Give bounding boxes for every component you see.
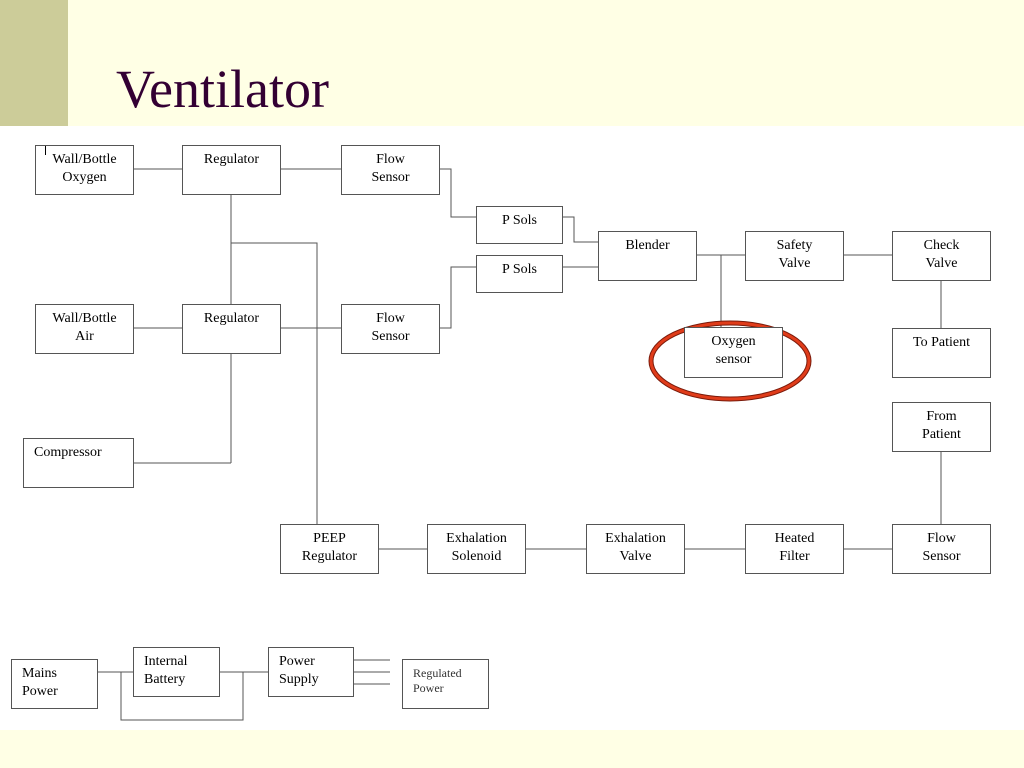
mains-power-label: Mains Power [22, 666, 58, 699]
wall-bottle-air-label: Wall/Bottle Air [52, 311, 117, 344]
page-title: Ventilator [116, 59, 329, 119]
regulated-power-label: Regulated Power [413, 666, 462, 695]
compressor-label: Compressor [34, 445, 102, 460]
to-patient-label: To Patient [913, 335, 970, 350]
check-valve-label: Check Valve [923, 238, 960, 271]
peep-regulator-label: PEEP Regulator [301, 531, 358, 564]
blender-label: Blender [625, 238, 670, 253]
power-supply-box: Power Supply [268, 647, 354, 697]
safety-valve-box: Safety Valve [745, 231, 844, 281]
p-sols-2-box: P Sols [476, 255, 563, 293]
internal-battery-label: Internal Battery [144, 654, 188, 687]
flow-sensor-oxygen-box: Flow Sensor [341, 145, 440, 195]
regulator-air-box: Regulator [182, 304, 281, 354]
flow-sensor-oxygen-label: Flow Sensor [371, 152, 410, 185]
regulator-air-label: Regulator [203, 311, 260, 326]
wall-bottle-air-box: Wall/Bottle Air [35, 304, 134, 354]
heated-filter-label: Heated Filter [774, 531, 815, 564]
blender-box: Blender [598, 231, 697, 281]
exhalation-solenoid-label: Exhalation Solenoid [446, 531, 507, 564]
check-valve-box: Check Valve [892, 231, 991, 281]
power-supply-label: Power Supply [279, 654, 319, 687]
mains-power-box: Mains Power [11, 659, 98, 709]
exhalation-solenoid-box: Exhalation Solenoid [427, 524, 526, 574]
regulated-power-box: Regulated Power [402, 659, 489, 709]
p-sols-1-label: P Sols [502, 213, 537, 228]
internal-battery-box: Internal Battery [133, 647, 220, 697]
oxygen-sensor-highlight-ring [648, 320, 812, 402]
compressor-box: Compressor [23, 438, 134, 488]
safety-valve-label: Safety Valve [776, 238, 813, 271]
to-patient-box: To Patient [892, 328, 991, 378]
cursor-mark [45, 146, 46, 155]
wall-bottle-oxygen-box: Wall/Bottle Oxygen [35, 145, 134, 195]
p-sols-2-label: P Sols [502, 262, 537, 277]
title-sidebar-accent [0, 0, 68, 128]
exhalation-valve-label: Exhalation Valve [605, 531, 666, 564]
from-patient-box: From Patient [892, 402, 991, 452]
connector-lines [97, 168, 942, 721]
peep-regulator-box: PEEP Regulator [280, 524, 379, 574]
oxygen-sensor-label: Oxygen sensor [711, 334, 756, 367]
oxygen-sensor-box: Oxygen sensor [684, 327, 783, 378]
flow-sensor-expiratory-box: Flow Sensor [892, 524, 991, 574]
regulator-oxygen-label: Regulator [203, 152, 260, 167]
flow-sensor-air-box: Flow Sensor [341, 304, 440, 354]
heated-filter-box: Heated Filter [745, 524, 844, 574]
diagram-canvas: Wall/Bottle Oxygen Regulator Flow Sensor… [0, 126, 1024, 730]
exhalation-valve-box: Exhalation Valve [586, 524, 685, 574]
wall-bottle-oxygen-label: Wall/Bottle Oxygen [52, 152, 117, 185]
regulator-oxygen-box: Regulator [182, 145, 281, 195]
from-patient-label: From Patient [922, 409, 961, 442]
flow-sensor-expiratory-label: Flow Sensor [922, 531, 961, 564]
p-sols-1-box: P Sols [476, 206, 563, 244]
flow-sensor-air-label: Flow Sensor [371, 311, 410, 344]
